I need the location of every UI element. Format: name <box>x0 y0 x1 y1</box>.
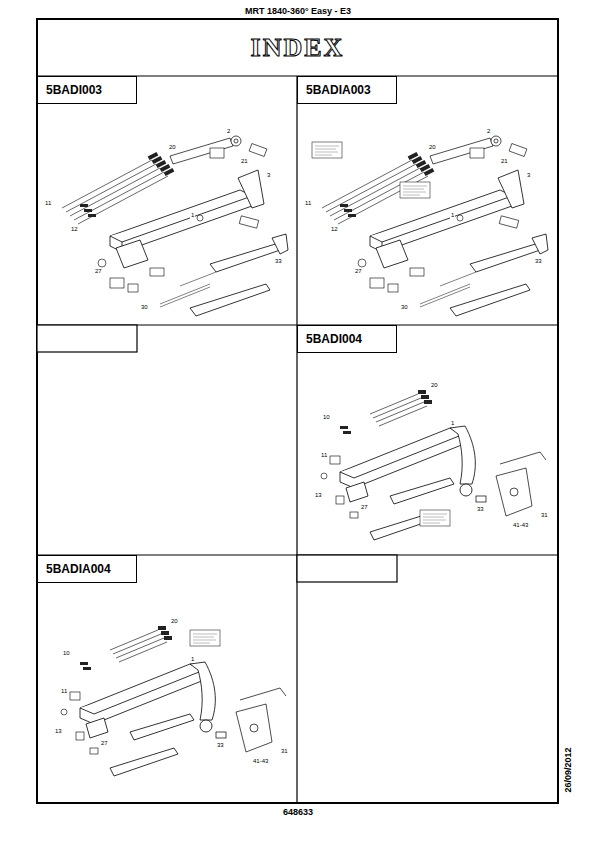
section-code: 5BADIA004 <box>46 562 111 576</box>
callout-number: 1 <box>190 212 195 219</box>
drawing-number: 648633 <box>283 807 313 817</box>
callout-number: 12 <box>330 226 339 233</box>
callout-number: 33 <box>476 506 485 513</box>
callout-number: 11 <box>60 688 68 695</box>
callout-number: 20 <box>170 618 179 625</box>
callout-number: 41-43 <box>252 758 269 765</box>
callout-number: 33 <box>216 742 225 749</box>
section-code: 5BADIA003 <box>306 83 371 97</box>
callout-number: 21 <box>500 158 509 165</box>
callout-number: 20 <box>168 144 177 151</box>
callout-number: 11 <box>320 452 328 459</box>
section-tab: 5BADI003 <box>37 76 137 104</box>
section-tab: 5BADIA004 <box>37 555 137 583</box>
callout-number: 30 <box>140 304 149 311</box>
callout-number: 27 <box>100 740 109 747</box>
callout-number: 1 <box>450 420 455 427</box>
callout-number: 31 <box>540 512 549 519</box>
callout-number: 27 <box>354 268 363 275</box>
callout-number: 2 <box>486 128 491 135</box>
callout-number: 21 <box>240 158 249 165</box>
callout-number: 10 <box>322 414 331 421</box>
callout-number: 33 <box>534 258 543 265</box>
callout-number: 10 <box>62 650 71 657</box>
index-header: INDEX <box>39 21 556 75</box>
callout-number: 3 <box>266 172 271 179</box>
callout-number: 33 <box>274 258 283 265</box>
date-stamp: 26/09/2012 <box>563 747 573 792</box>
callout-number: 12 <box>70 226 79 233</box>
callout-number: 1 <box>450 212 455 219</box>
section-code: 5BADI003 <box>46 83 102 97</box>
callout-number: 11 <box>44 200 52 207</box>
index-heading: INDEX <box>251 33 345 63</box>
callout-number: 3 <box>526 172 531 179</box>
callout-number: 27 <box>94 268 103 275</box>
callout-number: 20 <box>428 144 437 151</box>
page-title: MRT 1840-360° Easy - E3 <box>245 6 351 16</box>
callout-number: 41-43 <box>512 522 529 529</box>
callout-number: 31 <box>280 748 289 755</box>
callout-number: 27 <box>360 504 369 511</box>
section-tab: 5BADI004 <box>297 325 397 353</box>
callout-number: 1 <box>190 656 195 663</box>
callout-number: 20 <box>430 382 439 389</box>
callout-number: 11 <box>304 200 312 207</box>
section-code: 5BADI004 <box>306 332 362 346</box>
callout-number: 13 <box>314 492 323 499</box>
section-tab: 5BADIA003 <box>297 76 397 104</box>
callout-number: 30 <box>400 304 409 311</box>
callout-number: 2 <box>226 128 231 135</box>
callout-number: 13 <box>54 728 63 735</box>
